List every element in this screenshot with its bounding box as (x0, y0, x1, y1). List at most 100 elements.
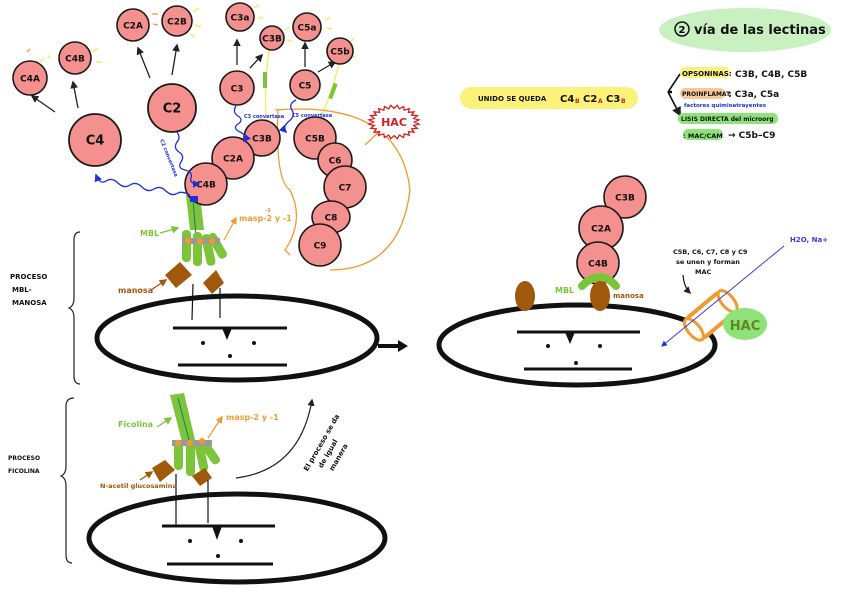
svg-text:C6: C6 (329, 157, 342, 167)
masp-arrow-icon (223, 216, 237, 241)
bound-item-c2: C2 (583, 94, 597, 105)
lisis-label: LISIS DIRECTA del microorg (681, 116, 774, 123)
proceso-ficolina-label: PROCESO FICOLINA (8, 455, 40, 475)
mbl-right (578, 273, 620, 290)
manosa-label: manosa (118, 286, 153, 295)
mac-note-arrow-icon (682, 274, 692, 295)
protein-c3b-released: C3B (259, 25, 285, 51)
title-highlight (659, 8, 831, 52)
svg-text:C5b: C5b (330, 48, 350, 58)
ficolina-label: Ficolina (118, 420, 153, 429)
svg-text:C2B: C2B (167, 18, 187, 28)
protein-c4b-bound: C4B (184, 162, 228, 206)
protein-c4b-released: C4B (58, 41, 92, 75)
masp-arrow-icon (207, 415, 223, 439)
mac-label: : MAC/CAM (683, 132, 723, 140)
svg-text:C3B: C3B (262, 35, 282, 45)
nacetil-label: N-acetil glucosamina (100, 482, 177, 490)
protein-c3b-bound: C3B (243, 119, 281, 157)
bound-summary-label: UNIDO SE QUEDA (478, 95, 547, 103)
svg-text:C4: C4 (86, 134, 105, 149)
bound-summary: UNIDO SE QUEDA C4 B C2 A C3 B (460, 87, 638, 109)
cleavage-arrows (30, 38, 337, 113)
svg-text:MAC: MAC (695, 268, 711, 276)
hac-label-right: HAC (730, 319, 760, 334)
svg-text:C9: C9 (314, 242, 327, 252)
protein-c4: C4 (68, 113, 122, 167)
guide-tag (328, 82, 338, 100)
bound-summary-highlight (460, 87, 638, 109)
svg-text:C3: C3 (231, 85, 244, 95)
svg-text:C4A: C4A (20, 75, 40, 85)
manosa-arrow-icon (150, 279, 168, 291)
mbl-label: MBL (140, 229, 159, 238)
cell-ficolina (86, 491, 388, 585)
protein-c2b: C2B (161, 5, 193, 37)
protein-c5b-released: C5b (326, 37, 354, 65)
svg-text:C2A: C2A (591, 225, 611, 235)
protein-c3b-right: C3B (603, 175, 647, 219)
hac-blob (723, 308, 767, 340)
svg-text:MBL-: MBL- (12, 286, 32, 294)
nacetil-sugars (152, 460, 212, 525)
proinflam-highlight (680, 88, 725, 99)
c3-convertasa-label: C3 convertasa (244, 114, 284, 120)
title-number: 2 (679, 25, 686, 36)
svg-text:C5B: C5B (305, 135, 325, 145)
same-process-note: El proceso se da de igual manera (302, 413, 350, 473)
proinflam-note: factores quimioatrayentes (684, 103, 767, 109)
svg-text:PROCESO: PROCESO (8, 455, 40, 462)
protein-c4a: C4A (12, 60, 48, 96)
convertase-arrows (94, 99, 297, 196)
mac-arrow-icon (364, 128, 383, 146)
svg-text:C7: C7 (339, 184, 352, 194)
svg-text:C3a: C3a (231, 14, 250, 24)
protein-c2a-released: C2A (116, 8, 150, 42)
svg-text:C2: C2 (163, 102, 182, 117)
masp-superscript: -3 (265, 208, 271, 214)
ions-label: H2O, Na+ (790, 236, 828, 244)
summary-panel: OPSONINAS: C3B, C4B, C5B PROINFLAMAT. : … (667, 67, 807, 141)
bound-item-c2-sub: A (598, 98, 603, 105)
protein-c9: C9 (298, 223, 342, 267)
bound-item-c4: C4 (560, 94, 574, 105)
mbl-arrow-icon (159, 225, 180, 234)
attachment-mark (190, 196, 198, 202)
bound-item-c4-sub: B (575, 98, 580, 105)
svg-text:C8: C8 (325, 214, 338, 224)
proceso-mbl-label: PROCESO MBL- MANOSA (10, 273, 47, 307)
proinflam-value: : C3a, C5a (728, 90, 779, 100)
protein-c3: C3 (219, 70, 255, 106)
nacetil-arrow-icon (139, 471, 154, 481)
guide-tag (263, 72, 267, 88)
ficolina-arrow-icon (156, 417, 173, 428)
svg-text:PROCESO: PROCESO (10, 273, 47, 281)
masp-label: masp-2 y -1 (239, 214, 292, 223)
right-cell (436, 302, 718, 388)
mac-value: → C5b–C9 (728, 131, 775, 141)
lisis-highlight (678, 113, 778, 124)
svg-text:C3B: C3B (252, 135, 272, 145)
hac-label: HAC (381, 116, 407, 129)
manosa-label-right: manosa (613, 292, 644, 300)
protein-c3a: C3a (225, 2, 255, 32)
bound-item-c3: C3 (606, 94, 620, 105)
svg-text:C3B: C3B (615, 194, 635, 204)
masp-label-ficolina: masp-2 y -1 (226, 413, 279, 422)
mac-highlight (683, 129, 723, 140)
opsoninas-value: C3B, C4B, C5B (735, 70, 807, 80)
svg-text:C2A: C2A (223, 155, 243, 165)
svg-text:C5: C5 (299, 82, 312, 92)
manosa-sugars (165, 262, 224, 321)
svg-text:C5a: C5a (298, 24, 317, 34)
svg-text:C2A: C2A (123, 22, 143, 32)
title-text: vía de las lectinas (694, 23, 826, 38)
ficolina-lectin (170, 393, 220, 476)
protein-c5: C5 (289, 69, 321, 101)
svg-text:MANOSA: MANOSA (12, 299, 47, 307)
title-badge: 2 vía de las lectinas (659, 8, 831, 52)
mbl-label-right: MBL (555, 286, 574, 295)
opsoninas-label: OPSONINAS: (682, 70, 732, 78)
proinflam-label: PROINFLAMAT. (682, 91, 732, 98)
